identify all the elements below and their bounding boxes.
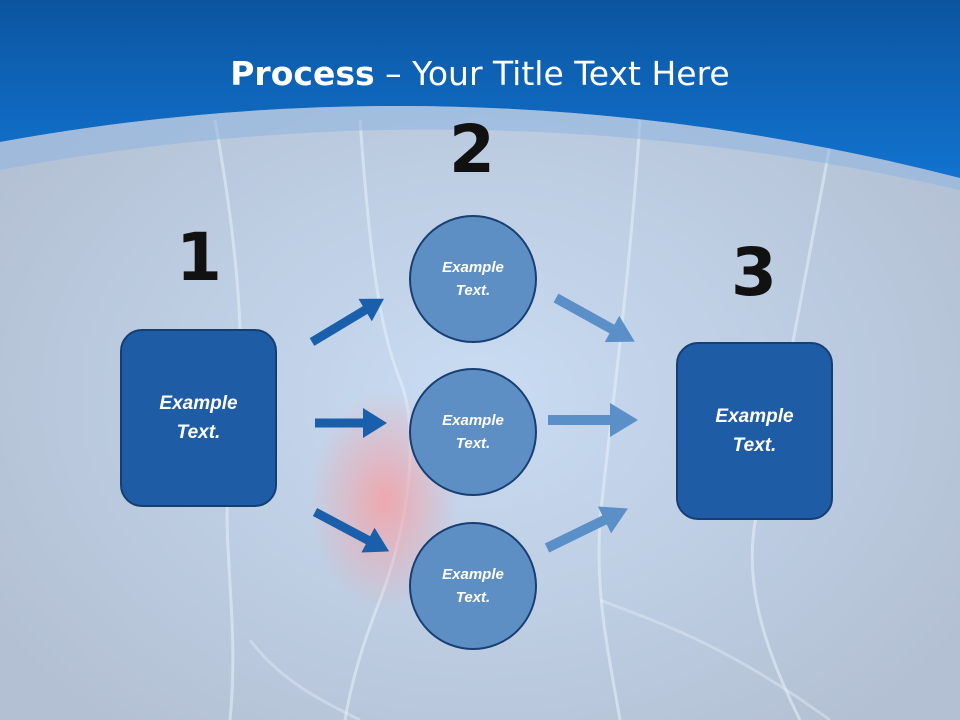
arrow-to-middle-circle bbox=[315, 408, 387, 438]
circle-top-text: Example Text. bbox=[442, 259, 504, 299]
circle-bottom-text: Example Text. bbox=[442, 566, 504, 606]
step-number-2: 2 bbox=[449, 111, 495, 188]
step-2-circle-bottom: Example Text. bbox=[409, 522, 537, 650]
header-swoosh bbox=[0, 105, 960, 190]
title-bold: Process bbox=[230, 54, 375, 93]
arrow-to-bottom-circle bbox=[312, 508, 390, 553]
arrow-from-top-circle bbox=[553, 293, 635, 343]
step-number-3: 3 bbox=[731, 234, 777, 311]
arrow-from-middle-circle bbox=[548, 403, 638, 437]
step-3-box: Example Text. bbox=[676, 342, 833, 520]
arrow-from-bottom-circle bbox=[544, 506, 628, 553]
step-2-circle-top: Example Text. bbox=[409, 215, 537, 343]
step-number-1: 1 bbox=[176, 219, 222, 296]
header-band bbox=[0, 0, 960, 178]
step-1-box: Example Text. bbox=[120, 329, 277, 507]
circle-middle-text: Example Text. bbox=[442, 412, 504, 452]
step-2-circle-middle: Example Text. bbox=[409, 368, 537, 496]
arrows-out-of-circles bbox=[544, 293, 638, 553]
arrow-to-top-circle bbox=[309, 298, 385, 346]
title-rest: – Your Title Text Here bbox=[374, 54, 730, 93]
step-1-box-text: Example Text. bbox=[159, 393, 238, 443]
slide-title: Process – Your Title Text Here bbox=[0, 52, 960, 96]
step-3-box-text: Example Text. bbox=[715, 406, 794, 456]
arrows-into-circles bbox=[309, 298, 390, 553]
